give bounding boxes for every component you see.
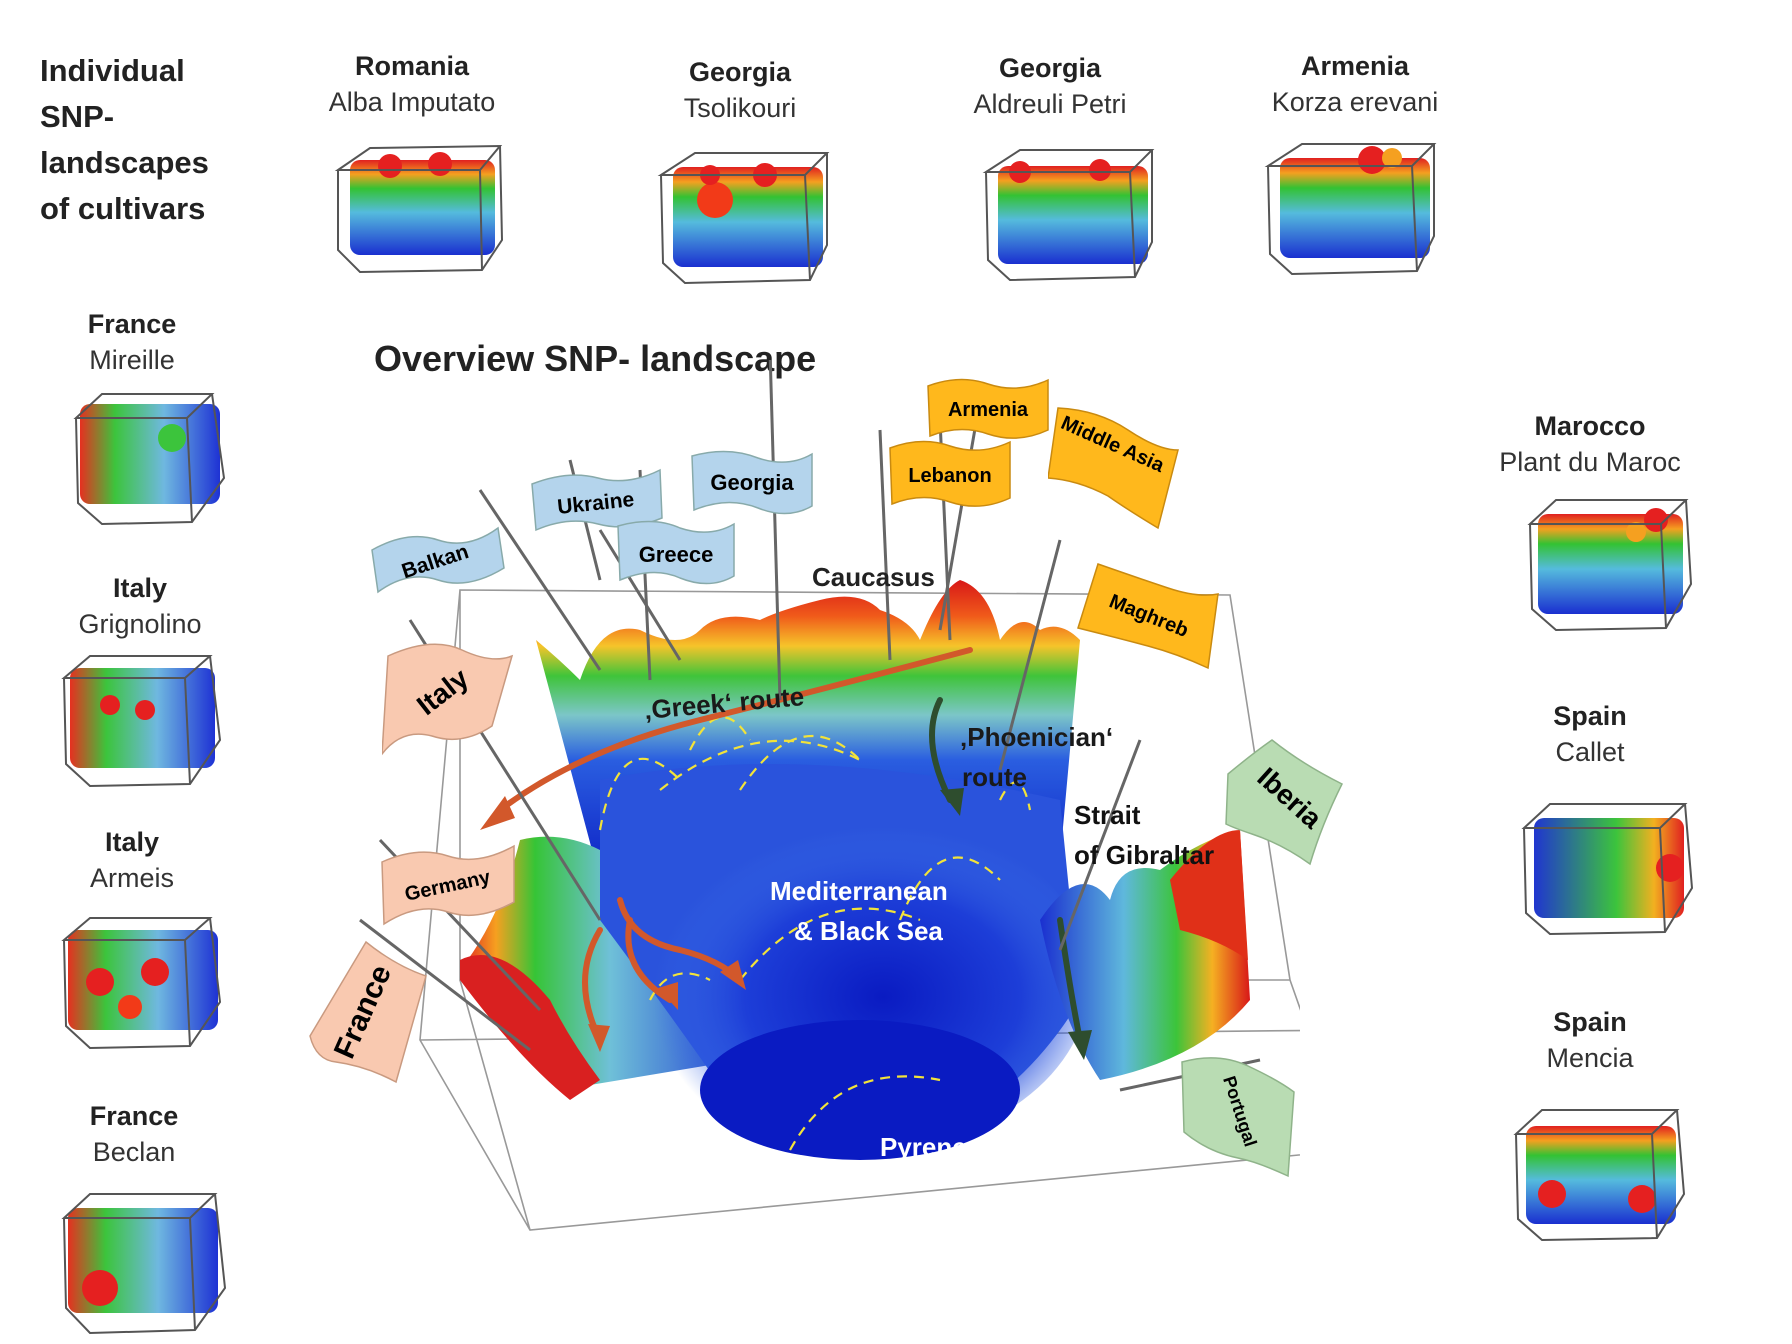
- heading-line: of cultivars: [40, 191, 206, 226]
- cultivar-name: Mencia: [1546, 1043, 1634, 1073]
- figure-heading: Individual SNP- landscapes of cultivars: [40, 48, 270, 232]
- heading-line: SNP-: [40, 99, 115, 134]
- strait-label: Strait: [1074, 800, 1141, 830]
- flag-orange: Lebanon: [889, 440, 1011, 507]
- flag-pink: Italy: [382, 643, 514, 756]
- cultivar-name: Callet: [1555, 737, 1625, 767]
- flag-label: Georgia: [710, 470, 794, 495]
- cultivar-label: France Mireille: [12, 306, 252, 378]
- cultivar-country: Italy: [104, 827, 160, 857]
- pyrenees-label: Pyrenees: [880, 1132, 996, 1162]
- flag-label: Armenia: [948, 399, 1029, 421]
- cultivar-country: Italy: [112, 573, 168, 603]
- flag-label: Lebanon: [908, 465, 991, 487]
- flag-label: Greece: [639, 542, 714, 567]
- phoenician-route-label: ‚Phoenician‘: [960, 722, 1114, 752]
- flag-orange: Maghreb: [1077, 563, 1219, 670]
- cultivar-country: Georgia: [998, 53, 1102, 83]
- flag-green: Iberia: [1225, 739, 1344, 866]
- overview-landscape: [359, 360, 1300, 1231]
- mini-landscape: [982, 149, 1155, 282]
- cultivar-label: Italy Armeis: [12, 824, 252, 896]
- cultivar-country: France: [89, 1101, 179, 1131]
- mini-landscape: [61, 655, 222, 788]
- cultivar-label: Marocco Plant du Maroc: [1470, 408, 1710, 480]
- sea-label: Mediterranean: [770, 876, 948, 906]
- mini-landscape: [61, 1193, 227, 1335]
- flag-pink: France: [309, 940, 427, 1084]
- flag-blue: Georgia: [691, 450, 813, 515]
- cultivar-name: Beclan: [92, 1137, 176, 1167]
- strait-label: of Gibraltar: [1074, 840, 1215, 870]
- flag-pink: Germany: [381, 844, 515, 926]
- cultivar-label: Spain Callet: [1470, 698, 1710, 770]
- cultivar-country: Romania: [354, 51, 470, 81]
- mini-landscape: [73, 393, 226, 526]
- cultivar-label: Italy Grignolino: [20, 570, 260, 642]
- flag-blue: Ukraine: [531, 468, 663, 532]
- cultivar-name: Tsolikouri: [683, 93, 797, 123]
- cultivar-name: Alba Imputato: [328, 87, 496, 117]
- cultivar-name: Plant du Maroc: [1499, 447, 1681, 477]
- cultivar-label: Spain Mencia: [1470, 1004, 1710, 1076]
- flag-orange: Armenia: [927, 378, 1049, 439]
- flag-green: Portugal: [1181, 1057, 1295, 1178]
- flag-blue: Greece: [617, 520, 735, 585]
- cultivar-country: Georgia: [688, 57, 792, 87]
- cultivar-name: Grignolino: [78, 609, 202, 639]
- heading-line: Individual: [40, 53, 185, 88]
- flag-orange: Middle Asia: [1048, 407, 1179, 530]
- cultivar-label: France Beclan: [14, 1098, 254, 1170]
- cultivar-name: Mireille: [89, 345, 175, 375]
- phoenician-route-label: route: [962, 762, 1027, 792]
- cultivar-label: Georgia Tsolikouri: [620, 54, 860, 126]
- cultivar-label: Romania Alba Imputato: [292, 48, 532, 120]
- heading-line: landscapes: [40, 145, 209, 180]
- caucasus-label: Caucasus: [812, 562, 935, 592]
- cultivar-country: Spain: [1553, 1007, 1627, 1037]
- mini-landscape: [1527, 499, 1693, 632]
- cultivar-name: Armeis: [89, 863, 174, 893]
- sea-label: & Black Sea: [794, 916, 943, 946]
- mini-landscape: [1264, 143, 1437, 276]
- mini-landscape: [1521, 803, 1694, 936]
- mini-landscape: [657, 152, 830, 285]
- mini-landscape: [61, 917, 222, 1050]
- cultivar-country: Spain: [1553, 701, 1627, 731]
- cultivar-country: France: [87, 309, 177, 339]
- overview-title: Overview SNP- landscape: [374, 338, 817, 379]
- cultivar-name: Aldreuli Petri: [973, 89, 1127, 119]
- cultivar-country: Armenia: [1300, 51, 1410, 81]
- cultivar-label: Georgia Aldreuli Petri: [930, 50, 1170, 122]
- flag-blue: Balkan: [371, 526, 505, 594]
- cultivar-country: Marocco: [1534, 411, 1646, 441]
- cultivar-label: Armenia Korza erevani: [1235, 48, 1475, 120]
- mini-landscape: [334, 144, 504, 274]
- mini-landscape: [1513, 1109, 1686, 1242]
- cultivar-name: Korza erevani: [1271, 87, 1439, 117]
